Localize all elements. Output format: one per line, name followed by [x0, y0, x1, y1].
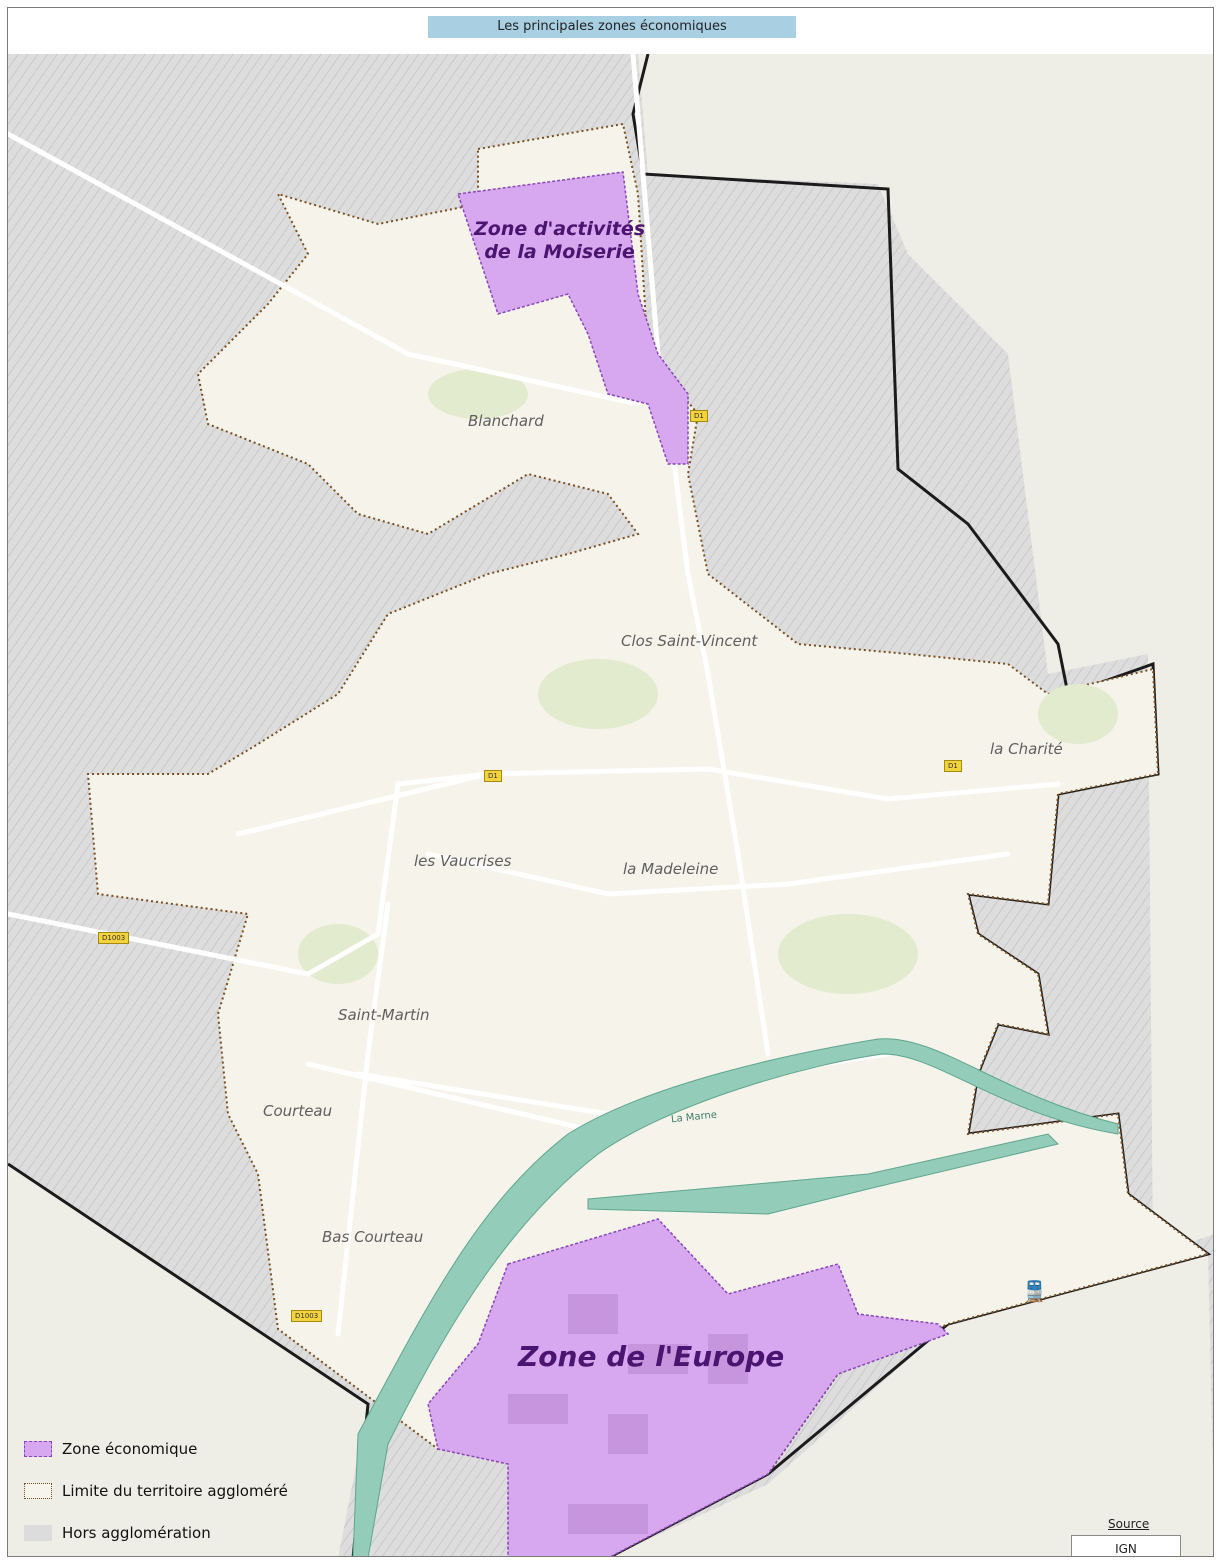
- place-clos-saint-vincent: Clos Saint-Vincent: [621, 632, 758, 650]
- legend-swatch-limit: [24, 1483, 52, 1499]
- place-la-charite: la Charité: [990, 740, 1063, 758]
- zone-label-moiserie: Zone d'activités de la Moiserie: [474, 218, 645, 264]
- road-tag-d1: D1: [484, 770, 502, 782]
- river-la-marne: [352, 1038, 1119, 1556]
- zone-moiserie: [457, 171, 689, 465]
- legend-swatch-zone: [24, 1441, 52, 1457]
- road-tag-d1: D1: [690, 410, 708, 422]
- source-title: Source: [1108, 1517, 1150, 1531]
- legend-label-hors: Hors agglomération: [62, 1524, 211, 1542]
- legend-label-zone: Zone économique: [62, 1440, 198, 1458]
- place-blanchard: Blanchard: [468, 412, 544, 430]
- outer-commune-area-east: [638, 54, 1213, 1254]
- zone-europe-buildings: [508, 1294, 748, 1534]
- legend-item-zone: Zone économique: [24, 1428, 288, 1470]
- place-saint-martin: Saint-Martin: [338, 1006, 430, 1024]
- legend-item-hors: Hors agglomération: [24, 1512, 288, 1554]
- legend: Zone économique Limite du territoire agg…: [24, 1428, 288, 1554]
- road-tag-d1003: D1003: [291, 1310, 323, 1322]
- green-patch: [428, 369, 528, 419]
- place-courteau: Courteau: [263, 1102, 333, 1120]
- place-les-vaucrises: les Vaucrises: [414, 852, 512, 870]
- river-canal: [587, 1133, 1059, 1215]
- legend-item-limit: Limite du territoire aggloméré: [24, 1470, 288, 1512]
- legend-swatch-hors: [24, 1525, 52, 1541]
- legend-label-limit: Limite du territoire aggloméré: [62, 1482, 288, 1500]
- outer-commune-area-southwest: [8, 1164, 368, 1556]
- map-svg: [8, 54, 1213, 1556]
- green-patch: [778, 914, 918, 994]
- place-la-madeleine: la Madeleine: [623, 860, 719, 878]
- green-patch: [1038, 684, 1118, 744]
- zone-label-moiserie-line2: de la Moiserie: [484, 240, 635, 263]
- source-box: IGN: [1071, 1535, 1181, 1556]
- zone-label-europe: Zone de l'Europe: [518, 1340, 785, 1373]
- train-station-icon: 🚆: [1022, 1279, 1047, 1303]
- outer-commune-area-southeast: [612, 1254, 1213, 1556]
- road-tag-d1003: D1003: [98, 932, 130, 944]
- green-patch: [538, 659, 658, 729]
- map-title: Les principales zones économiques: [428, 16, 796, 38]
- zone-label-moiserie-line1: Zone d'activités: [474, 218, 646, 240]
- map-canvas[interactable]: Zone d'activités de la Moiserie Zone de …: [8, 54, 1213, 1556]
- place-bas-courteau: Bas Courteau: [322, 1228, 424, 1246]
- road-tag-d1: D1: [944, 760, 962, 772]
- source-value: IGN: [1115, 1542, 1137, 1556]
- zone-europe: [427, 1218, 950, 1556]
- map-frame: Les principales zones économiques: [7, 7, 1214, 1557]
